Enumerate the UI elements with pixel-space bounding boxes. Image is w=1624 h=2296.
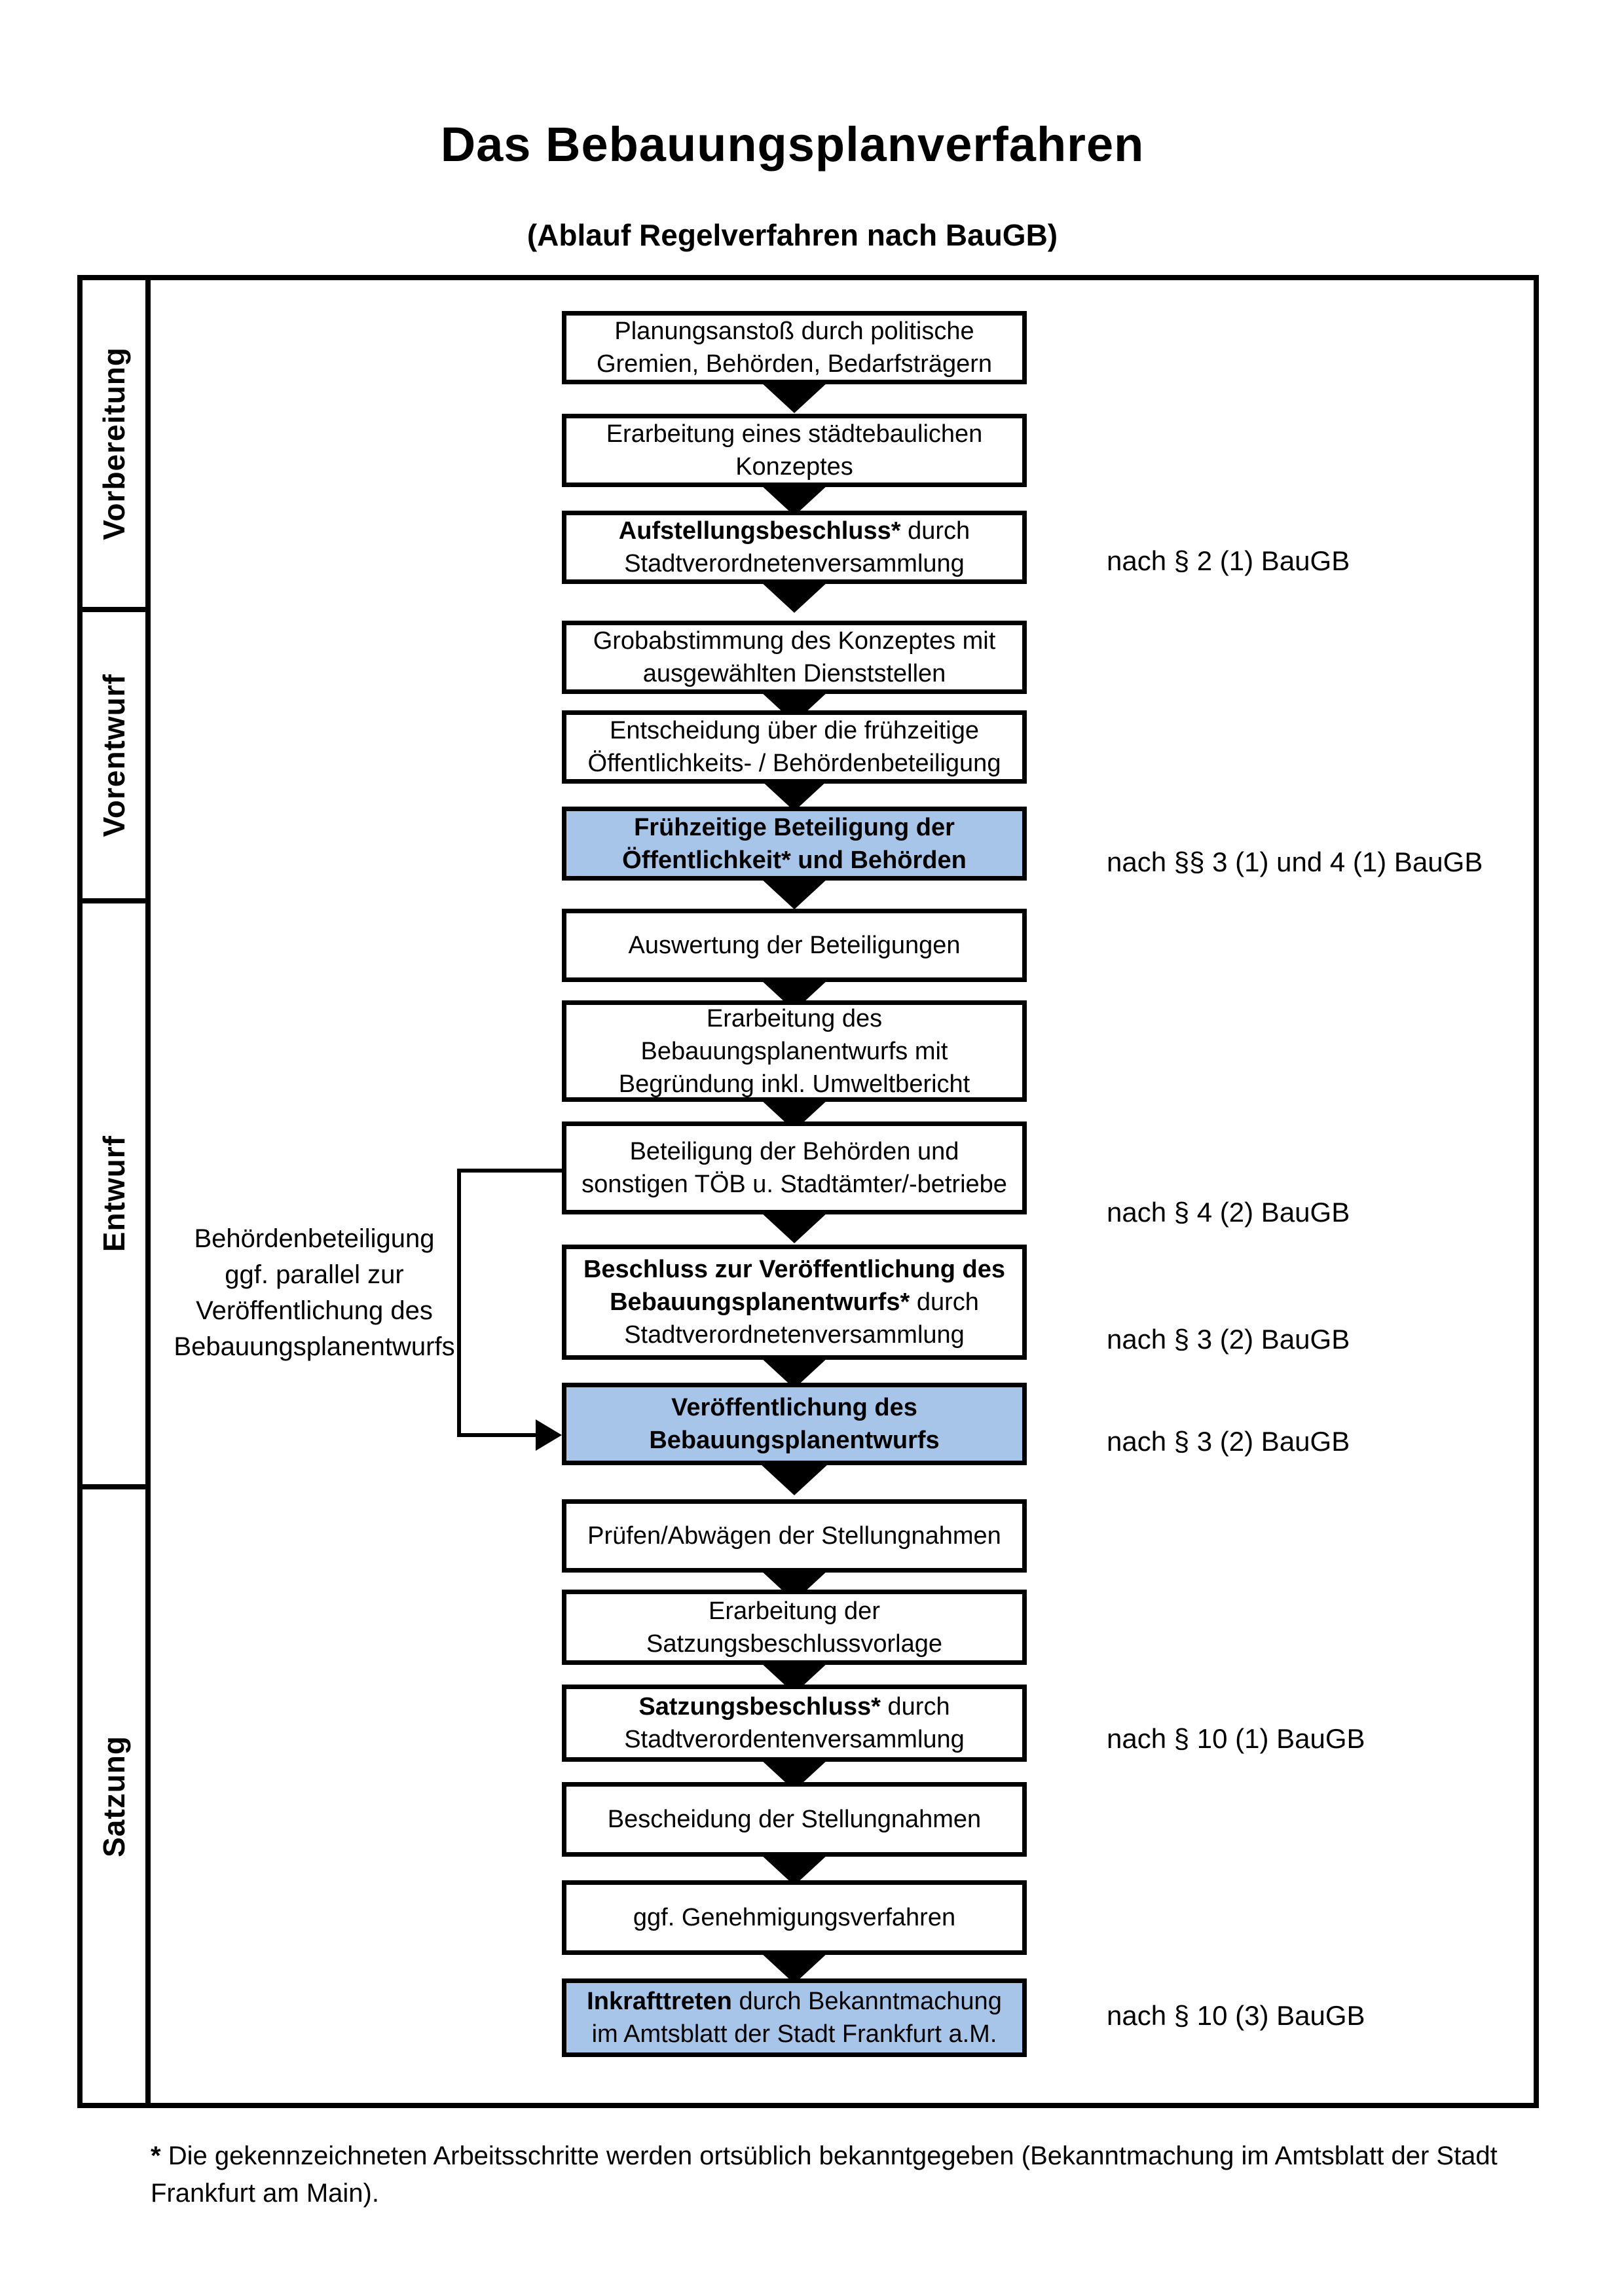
footnote: * Die gekennzeichneten Arbeitsschritte w… [151,2141,1498,2208]
step-beteiligung-behoerden: Beteiligung der Behörden und sonstigen T… [562,1121,1027,1214]
phase-label-entwurf: Entwurf [97,1135,131,1252]
bracket-line [457,1433,538,1437]
step-pruefen-abwaegen: Prüfen/Abwägen der Stellungnahmen [562,1499,1027,1573]
step-beschluss-veroeffentlichung: Beschluss zur Veröffentlichung des Bebau… [562,1245,1027,1360]
phase-cell-vorbereitung: Vorbereitung [83,280,151,612]
phase-label-vorbereitung: Vorbereitung [97,347,131,540]
step-auswertung: Auswertung der Beteiligungen [562,909,1027,982]
step-bescheidung: Bescheidung der Stellungnahmen [562,1782,1027,1857]
step-genehmigungsverfahren: ggf. Genehmigungsverfahren [562,1880,1027,1955]
footnote-asterisk: * [151,2141,161,2170]
arrow-right-icon [536,1419,562,1451]
legal-reference: nach § 10 (3) BauGB [1107,2000,1365,2031]
step-veroeffentlichung-entwurf: Veröffentlichung des Bebauungsplanentwur… [562,1383,1027,1465]
step-staedtebauliches-konzept: Erarbeitung eines städtebaulichen Konzep… [562,414,1027,487]
step-satzungsbeschluss: Satzungsbeschluss* durch Stadtverordente… [562,1685,1027,1762]
step-grobabstimmung: Grobabstimmung des Konzeptes mit ausgewä… [562,621,1027,694]
legal-reference: nach § 2 (1) BauGB [1107,545,1350,576]
phase-label-satzung: Satzung [97,1735,131,1857]
phase-cell-satzung: Satzung [83,1489,151,2103]
step-inkrafttreten: Inkrafttreten durch Bekanntmachung im Am… [562,1978,1027,2057]
page-subtitle: (Ablauf Regelverfahren nach BauGB) [526,218,1058,252]
legal-reference: nach § 3 (2) BauGB [1107,1426,1350,1457]
step-satzungsbeschlussvorlage: Erarbeitung der Satzungsbeschlussvorlage [562,1590,1027,1665]
step-entscheidung-beteiligung: Entscheidung über die frühzeitige Öffent… [562,710,1027,784]
step-erarbeitung-bebauungsplanentwurf: Erarbeitung des Bebauungsplanentwurfs mi… [562,1000,1027,1102]
phase-sidebar: Vorbereitung Vorentwurf Entwurf Satzung [83,280,151,2103]
phase-cell-entwurf: Entwurf [83,903,151,1489]
step-fruehzeitige-beteiligung: Frühzeitige Beteiligung der Öffentlichke… [562,807,1027,881]
phase-label-vorentwurf: Vorentwurf [97,673,131,837]
step-planungsanstoss: Planungsanstoß durch politische Gremien,… [562,311,1027,384]
arrow-down-icon [760,382,828,413]
bracket-line [457,1169,461,1437]
phase-cell-vorentwurf: Vorentwurf [83,612,151,903]
page-title: Das Bebauungsplanverfahren [440,117,1145,172]
arrow-down-icon [760,581,828,613]
step-aufstellungsbeschluss: Aufstellungsbeschluss* durch Stadtverord… [562,511,1027,584]
arrow-down-icon [760,878,828,909]
legal-reference: nach §§ 3 (1) und 4 (1) BauGB [1107,847,1483,877]
legal-reference: nach § 3 (2) BauGB [1107,1324,1350,1355]
arrow-down-icon [760,1212,828,1243]
bracket-line [457,1169,562,1173]
arrow-down-icon [760,780,828,811]
parallel-note: Behördenbeteiligung ggf. parallel zur Ve… [174,1224,455,1361]
arrow-down-icon [760,1464,828,1495]
legal-reference: nach § 4 (2) BauGB [1107,1197,1350,1228]
legal-reference: nach § 10 (1) BauGB [1107,1723,1365,1754]
